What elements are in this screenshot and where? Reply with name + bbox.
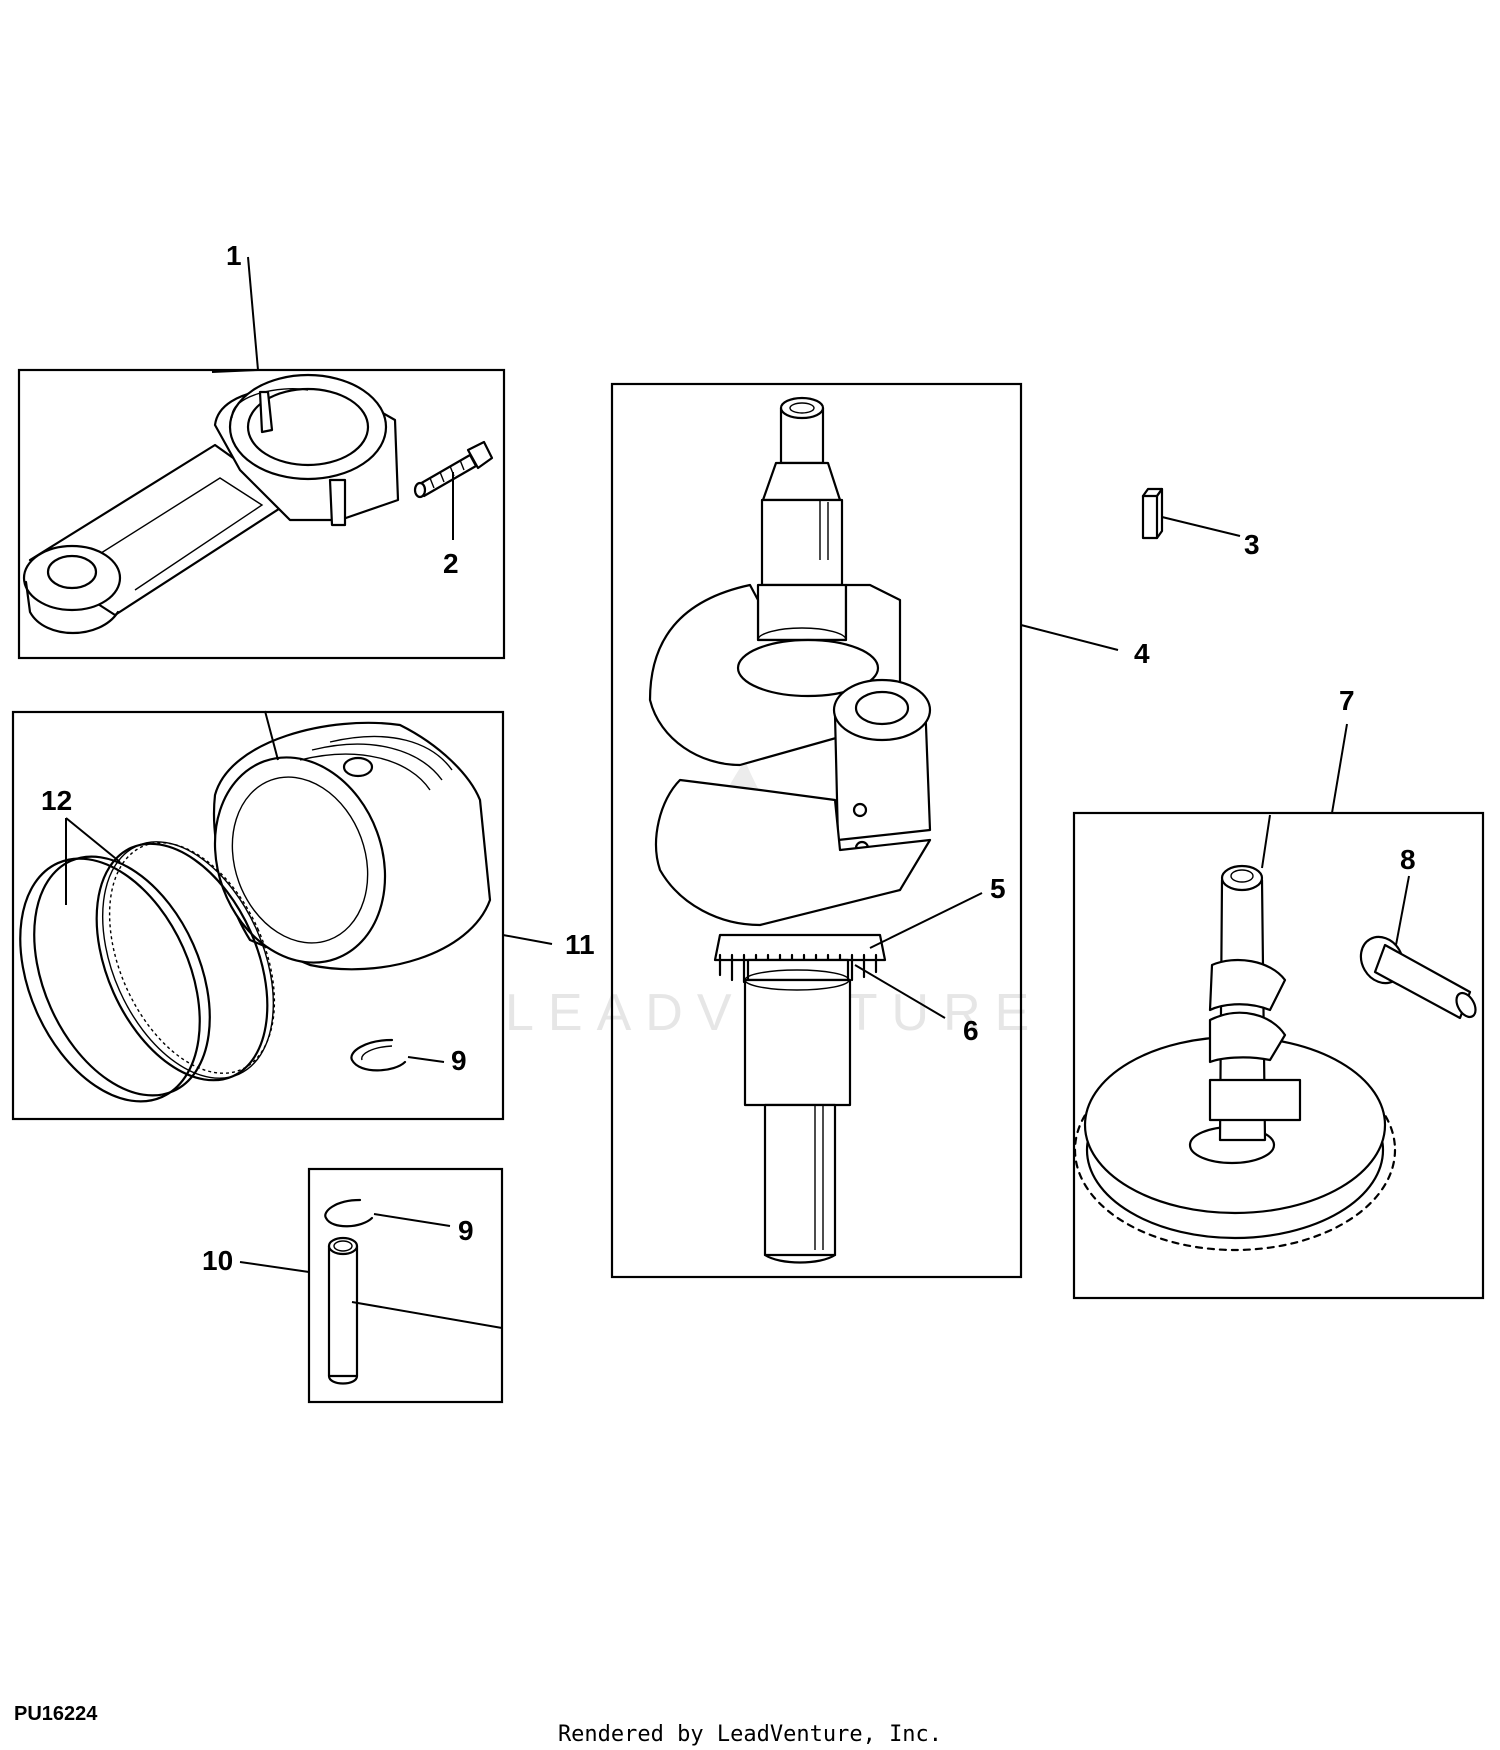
piston-pin-part[interactable] (327, 1236, 359, 1385)
callout-9-pin-box: 9 (458, 1215, 474, 1246)
callout-2: 2 (443, 548, 459, 579)
piston-rings-part[interactable] (0, 815, 307, 1129)
callout-11: 11 (565, 929, 595, 960)
piston-pin-clip-part[interactable] (350, 1038, 407, 1072)
callout-9-piston-box: 9 (451, 1045, 467, 1076)
rod-screw-part[interactable] (413, 440, 494, 499)
callout-5: 5 (990, 873, 1006, 904)
callout-6: 6 (963, 1015, 979, 1046)
callout-10: 10 (202, 1245, 233, 1276)
camshaft-box (1072, 811, 1485, 1300)
callout-4: 4 (1134, 638, 1150, 669)
cam-follower-part[interactable] (1353, 929, 1480, 1020)
figure-code: PU16224 (14, 1703, 98, 1725)
callout-8: 8 (1400, 844, 1416, 875)
callout-3: 3 (1244, 529, 1260, 560)
clip-part[interactable] (324, 1198, 374, 1228)
camshaft-part[interactable] (1208, 864, 1302, 1142)
piston-part[interactable] (187, 710, 492, 987)
footer-credit: Rendered by LeadVenture, Inc. (557, 1722, 943, 1747)
piston-box (11, 710, 505, 1121)
crankshaft-box (610, 382, 1023, 1279)
crankshaft-key-part[interactable] (1141, 487, 1164, 540)
connecting-rod-box (17, 368, 506, 660)
piston-pin-box (307, 1167, 504, 1404)
callout-1: 1 (226, 240, 242, 271)
crankshaft-part[interactable] (648, 396, 932, 1264)
callout-7: 7 (1339, 685, 1355, 716)
callout-12: 12 (41, 785, 72, 816)
connecting-rod-part[interactable] (22, 373, 400, 634)
